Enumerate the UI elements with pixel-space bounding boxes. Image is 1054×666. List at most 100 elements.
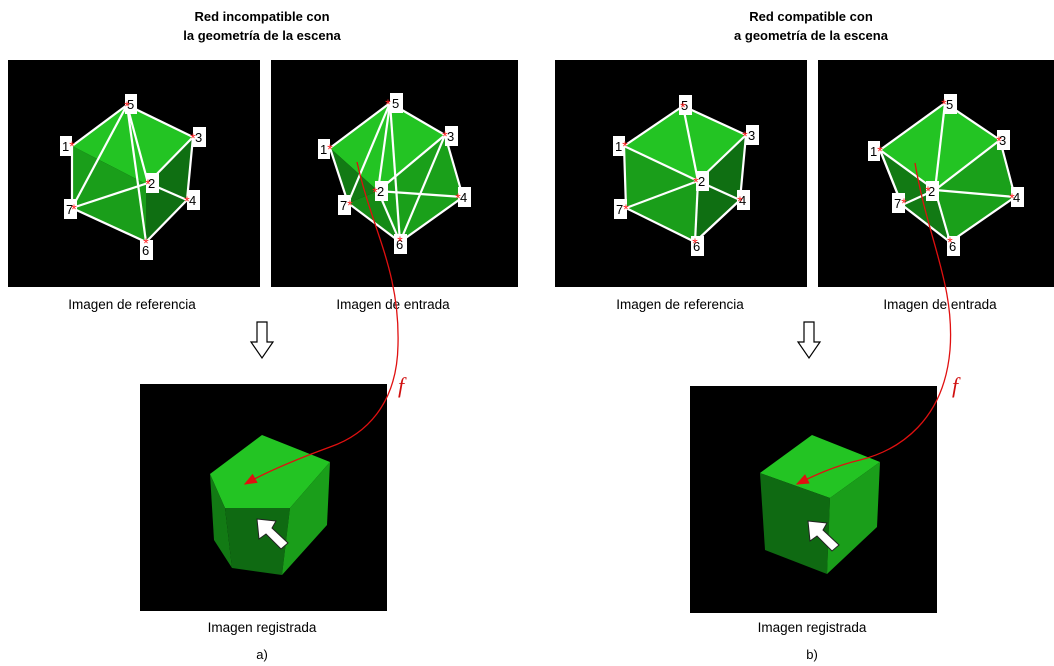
point-label-7: 7* — [338, 195, 353, 215]
point-label-4: 4* — [737, 190, 750, 210]
svg-text:3: 3 — [447, 129, 454, 144]
svg-text:3: 3 — [999, 133, 1006, 148]
svg-text:1: 1 — [615, 139, 622, 154]
point-label-6: 6* — [947, 234, 960, 256]
svg-text:5: 5 — [946, 97, 953, 112]
point-label-4: 4* — [184, 190, 200, 210]
svg-text:*: * — [941, 96, 947, 112]
panel-b-input-points: 1* 5* 3* 2* 4* 7* 6* — [868, 94, 1024, 256]
svg-text:5: 5 — [127, 97, 134, 112]
panel-b-mapping-label: f — [952, 373, 961, 398]
svg-text:4: 4 — [189, 193, 196, 208]
panel-b-title-line1: Red compatible con — [749, 9, 873, 24]
svg-text:2: 2 — [698, 174, 705, 189]
panel-b-reference-image: 1* 5* 3* 2* 4* 7* 6* — [555, 60, 807, 287]
panel-a-mapping-label: f — [398, 373, 407, 398]
panel-a-registered-caption: Imagen registrada — [208, 620, 317, 635]
panel-a-reference-points: 1* 5* 3* 2* 4* 7* 6* — [60, 94, 206, 260]
svg-text:6: 6 — [142, 243, 149, 258]
point-label-6: 6* — [394, 233, 407, 254]
svg-text:*: * — [996, 133, 1002, 149]
white-arrow-icon — [807, 520, 840, 552]
svg-text:*: * — [372, 184, 378, 200]
panel-b-registered-caption: Imagen registrada — [758, 620, 867, 635]
white-arrow-icon — [256, 518, 289, 550]
svg-text:5: 5 — [681, 98, 688, 113]
svg-text:*: * — [622, 138, 628, 154]
svg-text:2: 2 — [148, 176, 155, 191]
panel-a-reference-image: 1* 5* 3* 2* 4* 7* 6* — [8, 60, 260, 287]
point-label-1: 1* — [868, 141, 883, 161]
svg-text:*: * — [124, 98, 130, 114]
svg-text:7: 7 — [616, 202, 623, 217]
svg-text:*: * — [692, 235, 698, 251]
svg-text:*: * — [1009, 190, 1015, 206]
point-label-2: 2* — [145, 173, 159, 193]
point-label-2: 2* — [693, 171, 709, 191]
svg-text:1: 1 — [870, 144, 877, 159]
panel-a-mapping-arrow — [243, 161, 399, 485]
svg-text:*: * — [877, 143, 883, 159]
svg-text:*: * — [327, 141, 333, 157]
point-label-2: 2* — [372, 181, 388, 201]
svg-text:*: * — [71, 201, 77, 217]
panel-b-sublabel: b) — [806, 647, 818, 662]
point-label-7: 7* — [892, 193, 907, 213]
svg-text:2: 2 — [377, 184, 384, 199]
svg-text:*: * — [385, 96, 391, 112]
panel-b-reference-points: 1* 5* 3* 2* 4* 7* 6* — [613, 95, 759, 256]
svg-text:*: * — [742, 128, 748, 144]
svg-text:*: * — [347, 197, 353, 213]
point-label-3: 3* — [996, 130, 1010, 150]
svg-text:7: 7 — [66, 202, 73, 217]
svg-text:3: 3 — [748, 128, 755, 143]
panel-a-title-line2: la geometría de la escena — [183, 28, 341, 43]
svg-text:*: * — [184, 193, 190, 209]
svg-text:7: 7 — [894, 196, 901, 211]
svg-text:4: 4 — [1013, 190, 1020, 205]
svg-text:*: * — [145, 176, 151, 192]
panel-b-title-line2: a geometría de la escena — [734, 28, 889, 43]
panel-a-sublabel: a) — [256, 647, 268, 662]
svg-text:4: 4 — [460, 190, 467, 205]
svg-text:*: * — [397, 233, 403, 249]
point-label-3: 3* — [190, 127, 206, 147]
panel-a-reference-caption: Imagen de referencia — [68, 297, 196, 312]
point-label-4: 4* — [455, 187, 471, 207]
panel-a-registered-image — [140, 384, 387, 611]
point-label-3: 3* — [442, 126, 458, 146]
svg-text:*: * — [623, 201, 629, 217]
svg-text:6: 6 — [693, 239, 700, 254]
panel-b-reference-caption: Imagen de referencia — [616, 297, 744, 312]
svg-text:4: 4 — [739, 193, 746, 208]
point-label-7: 7* — [614, 199, 629, 219]
svg-text:*: * — [737, 193, 743, 209]
svg-text:*: * — [693, 174, 699, 190]
point-label-5: 5* — [679, 95, 692, 115]
svg-text:1: 1 — [320, 142, 327, 157]
panel-b-down-arrow-icon — [796, 321, 822, 360]
svg-text:*: * — [925, 183, 931, 199]
svg-text:*: * — [69, 138, 75, 154]
svg-text:*: * — [455, 190, 461, 206]
point-label-5: 5* — [385, 93, 403, 113]
panel-b-input-caption: Imagen de entrada — [883, 297, 997, 312]
svg-text:*: * — [143, 235, 149, 251]
svg-text:1: 1 — [62, 139, 69, 154]
point-label-2: 2* — [925, 181, 939, 201]
svg-text:*: * — [680, 99, 686, 115]
svg-text:6: 6 — [396, 237, 403, 252]
panel-a: Red incompatible con la geometría de la … — [8, 9, 518, 662]
panel-b: Red compatible con a geometría de la esc… — [555, 9, 1054, 662]
svg-text:*: * — [901, 195, 907, 211]
point-label-4: 4* — [1009, 187, 1024, 207]
panel-a-down-arrow-icon — [249, 321, 275, 360]
panel-a-input-image: 1* 5* 3* 2* 4* 7* 6* — [271, 60, 518, 287]
panel-b-registered-image — [690, 386, 937, 613]
point-label-7: 7* — [64, 199, 77, 219]
point-label-5: 5* — [124, 94, 137, 114]
svg-text:*: * — [442, 128, 448, 144]
point-label-3: 3* — [742, 125, 759, 145]
panel-a-input-points: 1* 5* 3* 2* 4* 7* 6* — [318, 93, 471, 254]
